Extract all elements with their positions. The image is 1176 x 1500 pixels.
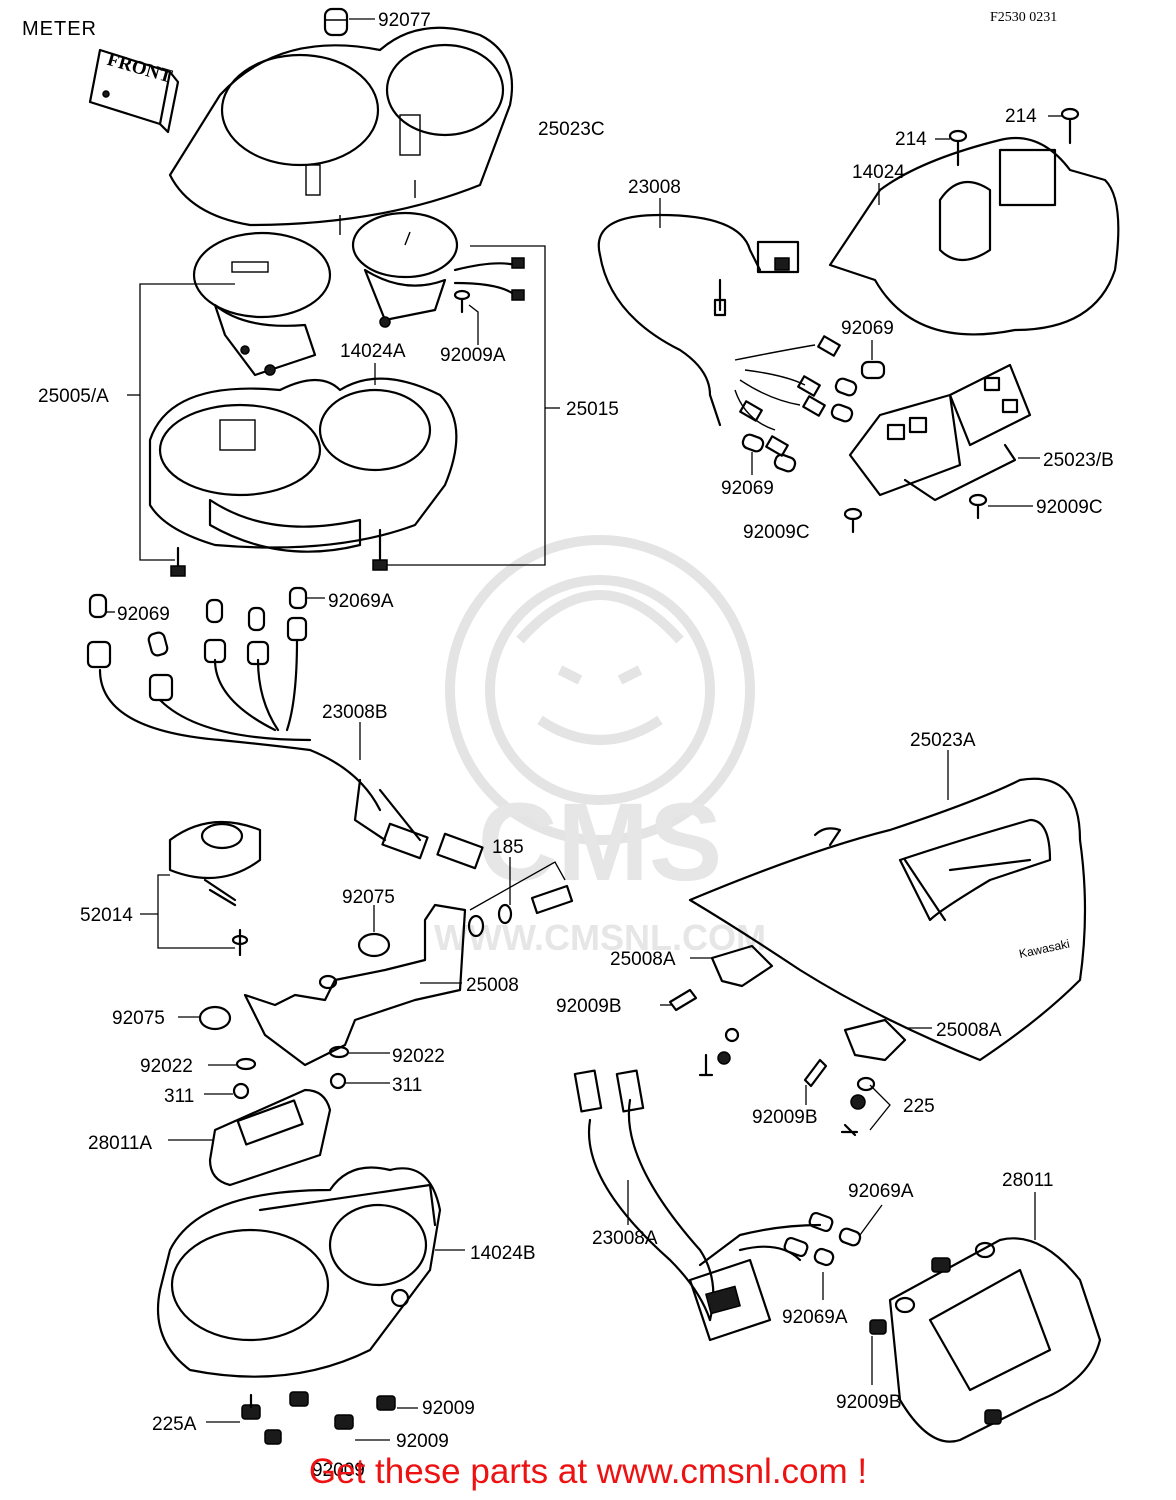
part-label: 92069A [328, 591, 394, 612]
screw-92009-c [376, 1395, 418, 1411]
watermark-brand: CMS [478, 781, 722, 904]
bolt-214-right [1048, 107, 1080, 145]
bolt-214-left [935, 129, 968, 167]
meter-28011 [888, 1192, 1102, 1443]
part-label: 92009B [556, 996, 622, 1017]
watermark-url: WWW.CMSNL.COM [434, 917, 766, 958]
bulb-92069a-pair [813, 1204, 883, 1300]
part-label: 92009C [1036, 497, 1103, 518]
part-label: 25008A [610, 949, 676, 970]
stay-25008a-lower [843, 1018, 932, 1062]
shop-banner-link[interactable]: Get these parts at www.cmsnl.com ! [308, 1452, 868, 1491]
part-label: 25015 [566, 399, 619, 420]
bulb-92069-group-lower [88, 586, 325, 657]
part-label: 23008B [322, 702, 388, 723]
cover-14024 [828, 136, 1120, 336]
part-label: 92069 [721, 478, 774, 499]
grommet-92077 [323, 7, 375, 37]
bolt-case-right [372, 528, 388, 571]
part-label: 52014 [80, 905, 133, 926]
part-label: 92009 [422, 1398, 475, 1419]
meter-cover-25023c [168, 26, 514, 235]
front-tag-text: FRONT [105, 49, 175, 88]
washer-92022-right [328, 1045, 390, 1059]
washer-92022-left [208, 1057, 257, 1071]
part-label: 92069A [848, 1181, 914, 1202]
part-label: 28011 [1002, 1170, 1053, 1191]
part-label: 23008A [592, 1228, 658, 1249]
nut-311-left [204, 1082, 250, 1100]
indicator-panel-25023b [848, 363, 1040, 502]
screw-92009c-left [843, 507, 863, 534]
part-label: 92069 [117, 604, 170, 625]
part-label: 14024A [340, 341, 406, 362]
meter-unit-28011a [168, 1088, 332, 1187]
bulb-92069-group-upper [741, 340, 886, 475]
part-label: 92009 [312, 1460, 365, 1481]
part-label: 25005/A [38, 386, 109, 407]
grommet-92075-upper [357, 905, 391, 958]
harness-23008 [597, 198, 841, 457]
part-label: 92009 [396, 1431, 449, 1452]
gauge-speedometer [351, 211, 525, 328]
screw-92009b-middle [803, 1058, 828, 1105]
harness-23008b [86, 616, 484, 870]
part-label: 28011A [88, 1133, 152, 1154]
part-label: 23008 [628, 177, 681, 198]
part-label: 92075 [342, 887, 395, 908]
part-label: 25023A [910, 730, 976, 751]
part-label: 92009C [743, 522, 810, 543]
screw-92009a [453, 289, 479, 345]
part-label: 92069A [782, 1307, 848, 1328]
fairing-panel-25023a: Kawasaki [688, 750, 1087, 1062]
part-label: 92075 [112, 1008, 165, 1029]
page-title: METER [22, 18, 97, 40]
part-label: 92077 [378, 10, 431, 31]
part-label: 92009B [836, 1392, 902, 1413]
part-label: 214 [1005, 106, 1037, 127]
watermark: CMS WWW.CMSNL.COM [434, 535, 766, 958]
part-label: 311 [392, 1075, 422, 1096]
screw-92009-a [264, 1391, 309, 1445]
part-label: 25008 [466, 975, 519, 996]
screw-92009b-upper [660, 988, 740, 1077]
part-labels: 92077 25023C 214 214 23008 14024 14024A … [38, 10, 1114, 1481]
part-label: 14024 [852, 162, 905, 183]
screw-92009-b [334, 1414, 390, 1441]
nut-311-right [329, 1072, 390, 1090]
meter-case-14024b [156, 1166, 465, 1378]
part-label: 311 [164, 1086, 194, 1107]
bracket-25008 [243, 903, 467, 1067]
front-tag: FRONT [88, 48, 180, 134]
part-label: 92022 [140, 1056, 193, 1077]
screw-225a [206, 1393, 261, 1423]
part-label: 225 [903, 1096, 935, 1117]
part-label: 225A [152, 1414, 197, 1435]
part-label: 25023/B [1043, 450, 1114, 471]
harness-23008a [573, 1069, 834, 1342]
part-label: 92009A [440, 345, 506, 366]
part-label: 92009B [752, 1107, 818, 1128]
emblem-text: Kawasaki [1018, 937, 1071, 961]
screw-92009b-lower [869, 1257, 1002, 1425]
sensor-52014 [140, 820, 262, 957]
part-label: 14024B [470, 1243, 536, 1264]
stay-25008a-upper [690, 944, 774, 988]
part-label: 214 [895, 129, 927, 150]
part-label: 25008A [936, 1020, 1002, 1041]
part-label: 185 [492, 837, 524, 858]
gauge-tachometer [192, 231, 332, 377]
grommet-92075-lower [178, 1005, 232, 1031]
screw-92009c-right [968, 493, 1033, 520]
bolt-185-assembly [467, 857, 574, 938]
washer-225 [840, 1076, 891, 1137]
part-label: 25023C [538, 119, 605, 140]
meter-case-14024a [148, 363, 458, 553]
part-label: 92069 [841, 318, 894, 339]
document-code: F2530 0231 [990, 10, 1058, 25]
bolt-case-left [170, 546, 186, 577]
part-label: 92022 [392, 1046, 445, 1067]
